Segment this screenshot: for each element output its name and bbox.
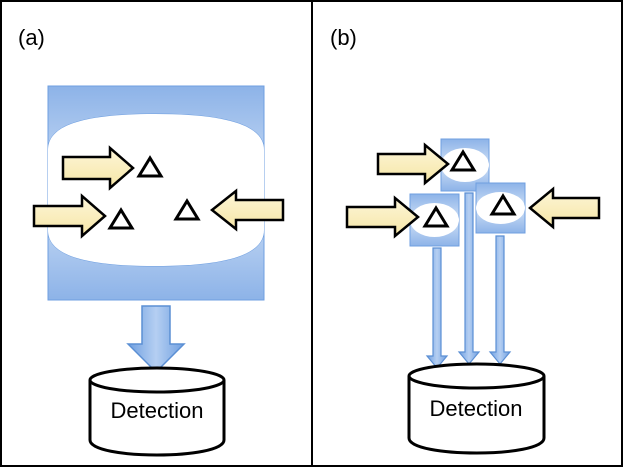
triangle-icon	[107, 207, 135, 230]
cylinder-icon	[407, 362, 546, 455]
left-arrow-icon	[528, 186, 601, 230]
triangle-icon	[422, 205, 450, 228]
right-arrow-icon	[32, 193, 107, 239]
triangle-icon	[489, 193, 517, 216]
imaging-region	[48, 114, 264, 266]
cylinder-icon	[88, 366, 226, 457]
panel-b: Detection	[345, 138, 601, 455]
panel-a: Detection	[32, 85, 285, 457]
panel-a-label: (a)	[18, 25, 45, 50]
down-arrow-icon	[425, 247, 449, 369]
right-arrow-icon	[61, 145, 135, 191]
left-arrow-icon	[209, 188, 285, 232]
panel-b-label: (b)	[330, 25, 357, 50]
triangle-icon	[449, 149, 477, 172]
detector-label: Detection	[430, 396, 523, 421]
down-arrow-icon	[488, 235, 512, 365]
triangle-icon	[173, 198, 201, 221]
down-arrow-icon	[457, 192, 481, 365]
right-arrow-icon	[376, 142, 450, 186]
down-arrow-icon	[126, 305, 186, 374]
detector-label: Detection	[111, 398, 204, 423]
triangle-icon	[136, 155, 164, 178]
right-arrow-icon	[345, 195, 420, 239]
